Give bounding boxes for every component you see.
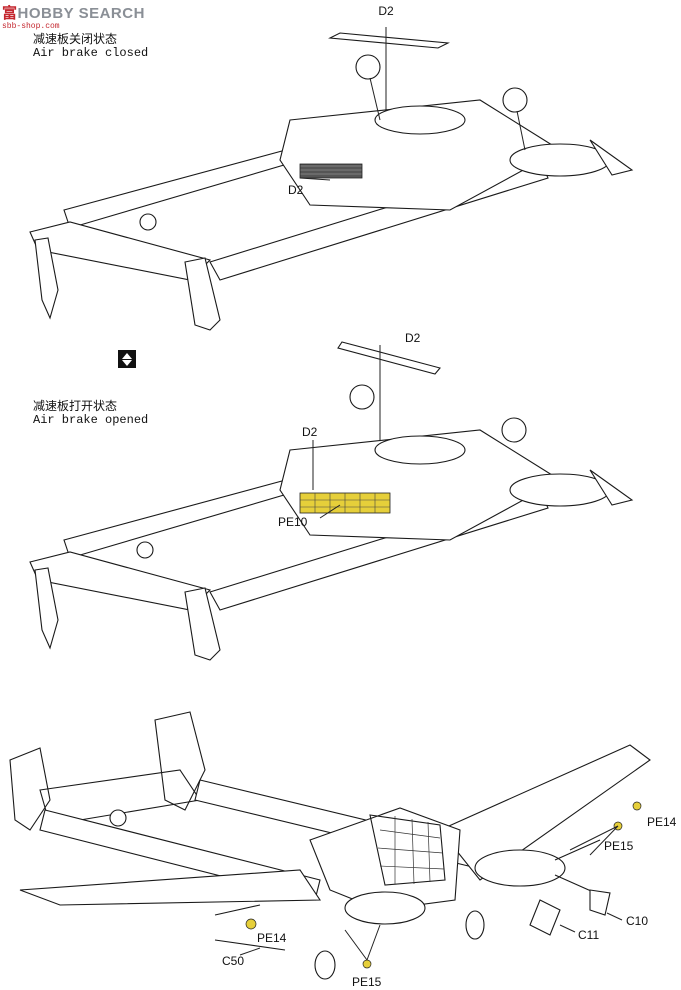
left-fin (9, 747, 51, 831)
air-brake-closed (299, 163, 363, 179)
label-pe15-left: PE15 (352, 975, 382, 989)
step2-caption-en: Air brake opened (33, 413, 149, 427)
tail-wheel (109, 809, 127, 827)
label-d2-closed: D2 (288, 183, 304, 197)
cockpit-canopy (369, 814, 446, 886)
horizontal-stabilizer (29, 221, 212, 281)
pe15-dot (362, 959, 372, 969)
left-engine-nacelle (344, 891, 426, 925)
left-fin (34, 237, 59, 320)
part-c50-rod (214, 939, 286, 951)
main-wheel (355, 54, 381, 80)
step1-airframe: D2 D2 (29, 4, 634, 331)
main-wheel (314, 950, 336, 980)
gear-strut (516, 110, 526, 151)
label-d2-side: D2 (302, 425, 318, 439)
canopy-frames (377, 816, 445, 885)
center-section (279, 99, 562, 211)
propeller-blade (589, 469, 634, 506)
propeller-blade (589, 139, 634, 176)
tail-wheel (136, 541, 154, 559)
pe15-leader (344, 924, 381, 961)
part-d2-plate (337, 341, 441, 375)
watermark-logo: 富HOBBY SEARCH (2, 2, 145, 23)
c11-leader (559, 924, 576, 933)
pe14-dot (632, 801, 642, 811)
horizontal-stabilizer (29, 551, 212, 611)
fuselage-nacelle (309, 807, 461, 911)
d2-leader-line (299, 177, 331, 181)
right-engine-nacelle (474, 849, 566, 887)
step1-caption-en: Air brake closed (33, 46, 149, 60)
watermark-logo-hobby: HOBBY (17, 5, 74, 22)
step1-caption-cn: 减速板关闭状态 (33, 32, 118, 46)
left-fin (34, 567, 59, 650)
left-engine-nacelle (374, 435, 466, 465)
part-c10 (589, 889, 611, 916)
part-c50-rod (214, 904, 261, 916)
right-fin (154, 711, 206, 811)
flip-model-icon (118, 350, 136, 368)
part-d2-plate (328, 32, 450, 49)
watermark-url: sbb-shop.com (2, 22, 60, 31)
right-fin (184, 257, 221, 331)
pe14-dot (245, 918, 257, 930)
step2-airframe: D2 D2 PE10 (29, 331, 634, 661)
pe10-leader-line (319, 504, 341, 519)
c50-leader (239, 947, 261, 956)
label-pe14-right: PE14 (647, 815, 677, 829)
main-wheel (465, 910, 485, 940)
label-c10: C10 (626, 914, 648, 928)
label-pe15-right: PE15 (604, 839, 634, 853)
left-wing (19, 869, 322, 906)
c10-leader (606, 912, 623, 921)
pe10-grid (300, 493, 390, 513)
part-c11 (529, 899, 561, 936)
tail-wheel (139, 213, 157, 231)
label-d2-top: D2 (405, 331, 421, 345)
right-wing (439, 744, 651, 881)
main-wheel (501, 417, 527, 443)
label-pe14-left: PE14 (257, 931, 287, 945)
step2-caption-cn: 减速板打开状态 (33, 399, 118, 413)
pe15-leader (569, 825, 619, 856)
main-wheel (502, 87, 528, 113)
label-c50: C50 (222, 954, 244, 968)
gear-strut (369, 77, 381, 121)
label-d2-top: D2 (378, 4, 394, 18)
label-c11: C11 (578, 928, 599, 942)
watermark-logo-search: SEARCH (78, 5, 145, 22)
main-wheel (349, 384, 375, 410)
right-fin (184, 587, 221, 661)
step3-airframe: PE14 PE15 C10 C11 PE14 C50 PE15 (9, 711, 677, 989)
watermark-logo-glyph: 富 (2, 5, 18, 22)
left-engine-nacelle (374, 105, 466, 135)
label-pe10: PE10 (278, 515, 308, 529)
